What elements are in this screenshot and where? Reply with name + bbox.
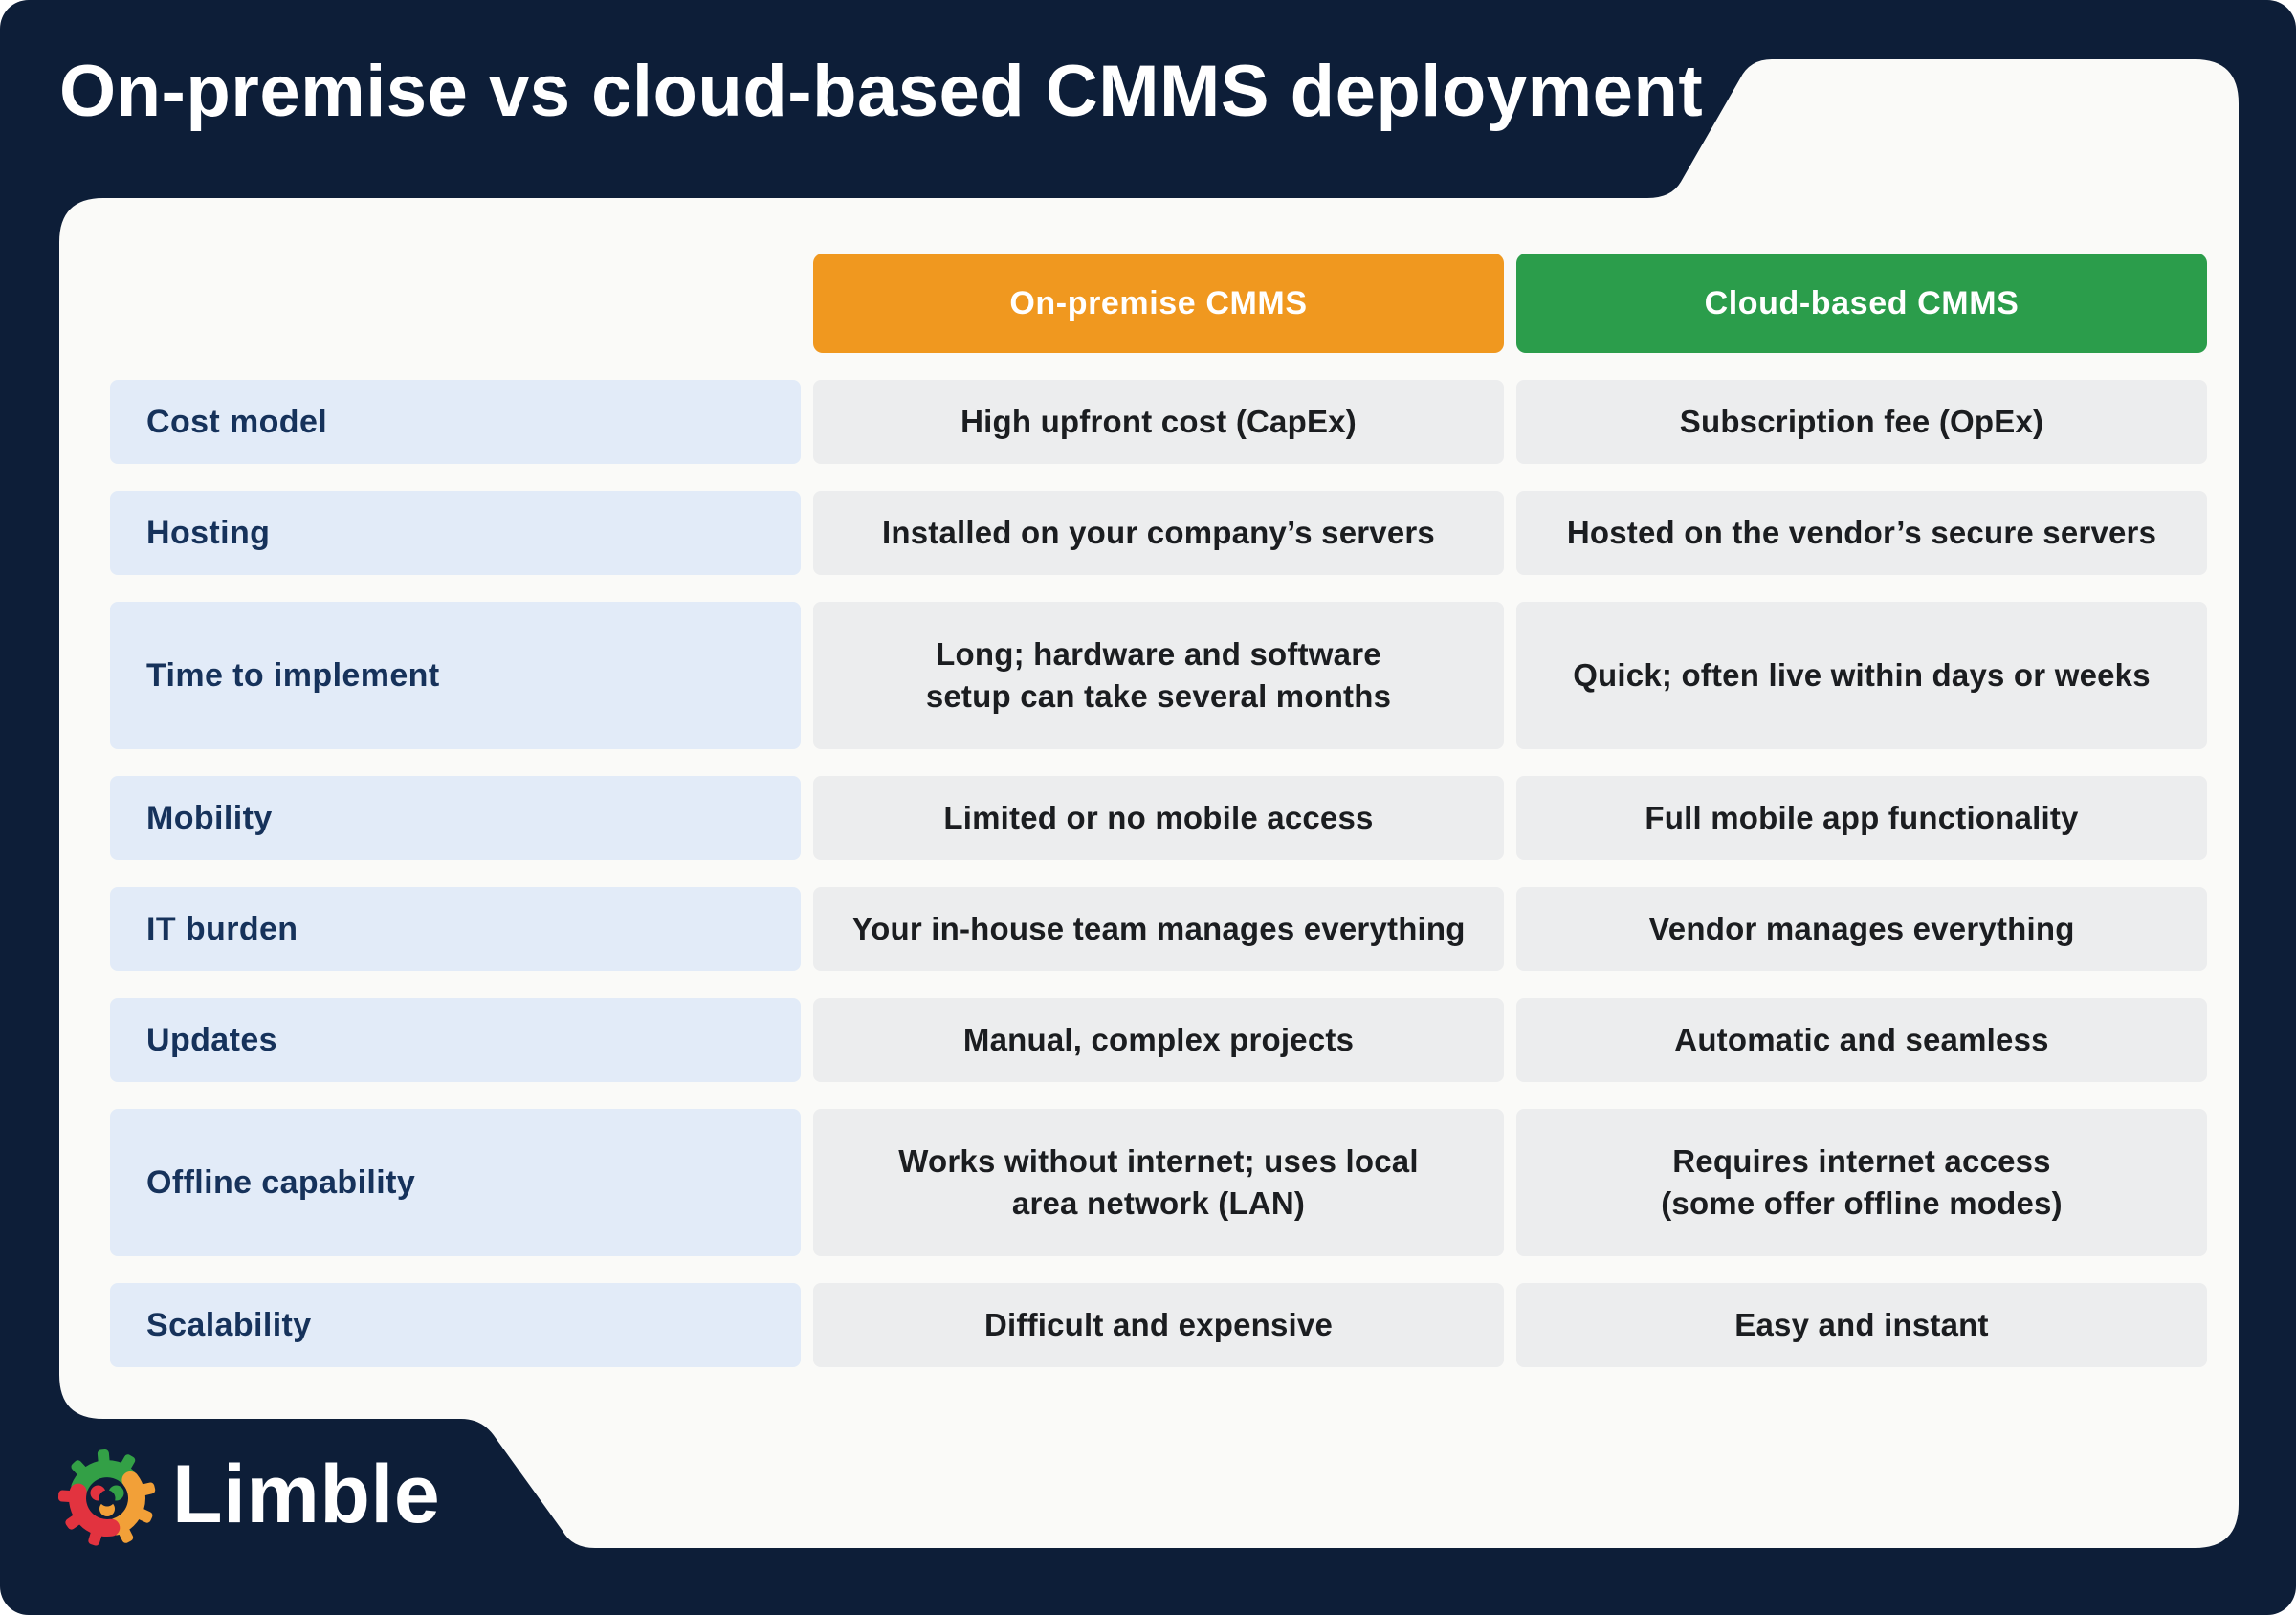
comparison-table: On-premise CMMS Cloud-based CMMS Cost mo… — [110, 254, 2207, 1367]
onprem-cell: High upfront cost (CapEx) — [813, 380, 1504, 464]
cloud-cell: Easy and instant — [1516, 1283, 2207, 1367]
row-label: IT burden — [110, 887, 801, 971]
onprem-cell: Installed on your company’s servers — [813, 491, 1504, 575]
limble-gear-icon — [57, 1449, 156, 1546]
table-row: Hosting Installed on your company’s serv… — [110, 491, 2207, 575]
table-row: Scalability Difficult and expensive Easy… — [110, 1283, 2207, 1367]
row-label: Cost model — [110, 380, 801, 464]
table-row: Cost model High upfront cost (CapEx) Sub… — [110, 380, 2207, 464]
row-label: Mobility — [110, 776, 801, 860]
table-row: Offline capability Works without interne… — [110, 1109, 2207, 1256]
table-row: Mobility Limited or no mobile access Ful… — [110, 776, 2207, 860]
cloud-cell: Quick; often live within days or weeks — [1516, 602, 2207, 749]
cloud-cell: Requires internet access(some offer offl… — [1516, 1109, 2207, 1256]
column-header-onprem: On-premise CMMS — [813, 254, 1504, 353]
onprem-cell: Limited or no mobile access — [813, 776, 1504, 860]
row-label: Hosting — [110, 491, 801, 575]
onprem-cell: Difficult and expensive — [813, 1283, 1504, 1367]
cloud-cell: Hosted on the vendor’s secure servers — [1516, 491, 2207, 575]
row-label: Time to implement — [110, 602, 801, 749]
onprem-cell: Your in-house team manages everything — [813, 887, 1504, 971]
cloud-cell: Vendor manages everything — [1516, 887, 2207, 971]
limble-logo: Limble — [57, 1447, 440, 1550]
cloud-cell: Automatic and seamless — [1516, 998, 2207, 1082]
column-header-cloud: Cloud-based CMMS — [1516, 254, 2207, 353]
table-row: Time to implement Long; hardware and sof… — [110, 602, 2207, 749]
cloud-cell: Subscription fee (OpEx) — [1516, 380, 2207, 464]
row-label: Updates — [110, 998, 801, 1082]
table-header-row: On-premise CMMS Cloud-based CMMS — [110, 254, 2207, 353]
header-spacer — [110, 254, 801, 353]
row-label: Offline capability — [110, 1109, 801, 1256]
page-title: On-premise vs cloud-based CMMS deploymen… — [59, 51, 1704, 132]
cloud-cell: Full mobile app functionality — [1516, 776, 2207, 860]
onprem-cell: Manual, complex projects — [813, 998, 1504, 1082]
limble-wordmark: Limble — [172, 1449, 441, 1540]
table-row: IT burden Your in-house team manages eve… — [110, 887, 2207, 971]
table-row: Updates Manual, complex projects Automat… — [110, 998, 2207, 1082]
row-label: Scalability — [110, 1283, 801, 1367]
